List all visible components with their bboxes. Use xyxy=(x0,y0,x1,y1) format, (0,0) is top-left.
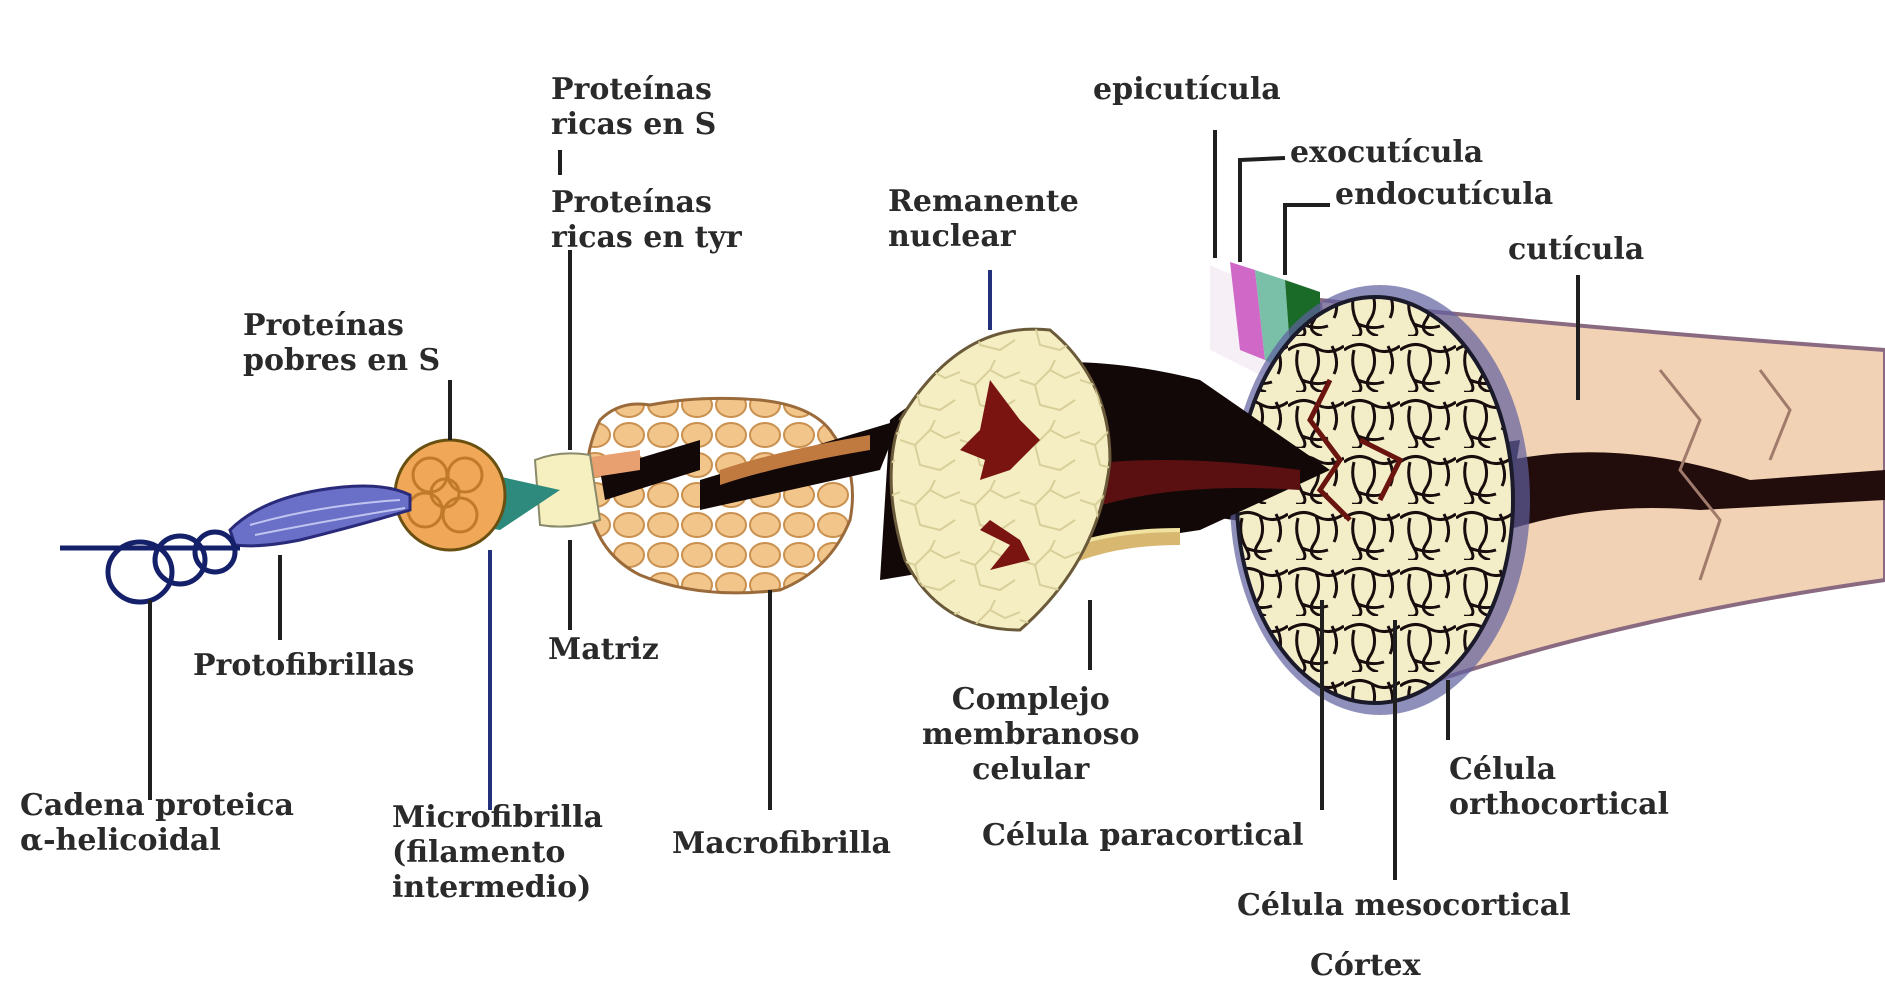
label-cortex: Córtex xyxy=(1310,948,1421,983)
label-cadena-proteica: Cadena proteica α-helicoidal xyxy=(20,788,294,858)
label-remanente-nuclear: Remanente nuclear xyxy=(888,184,1079,254)
label-matriz: Matriz xyxy=(548,632,659,667)
protofibrillas-shape xyxy=(230,486,410,546)
label-macrofibrilla: Macrofibrilla xyxy=(672,826,891,861)
label-microfibrilla: Microfibrilla (filamento intermedio) xyxy=(392,800,603,905)
label-protofibrillas: Protofibrillas xyxy=(193,648,414,683)
label-exocuticula: exocutícula xyxy=(1290,135,1483,170)
label-complejo-membranoso: Complejo membranoso celular xyxy=(922,682,1140,787)
label-endocuticula: endocutícula xyxy=(1335,177,1553,212)
label-proteinas-ricas-tyr: Proteínas ricas en tyr xyxy=(551,185,742,255)
macrofibrilla-shape xyxy=(570,398,900,593)
label-proteinas-pobres: Proteínas pobres en S xyxy=(243,308,440,378)
label-proteinas-ricas-s: Proteínas ricas en S xyxy=(551,72,716,142)
label-celula-paracortical: Célula paracortical xyxy=(982,818,1304,853)
alpha-helix-shape xyxy=(60,532,240,602)
label-celula-ortocortical: Célula orthocortical xyxy=(1449,752,1669,822)
label-celula-mesocortical: Célula mesocortical xyxy=(1237,888,1571,923)
label-cuticula: cutícula xyxy=(1508,232,1644,267)
microfibrilla-shape xyxy=(395,440,560,550)
cortical-cell xyxy=(891,329,1110,630)
label-epicuticula: epicutícula xyxy=(1093,72,1281,107)
